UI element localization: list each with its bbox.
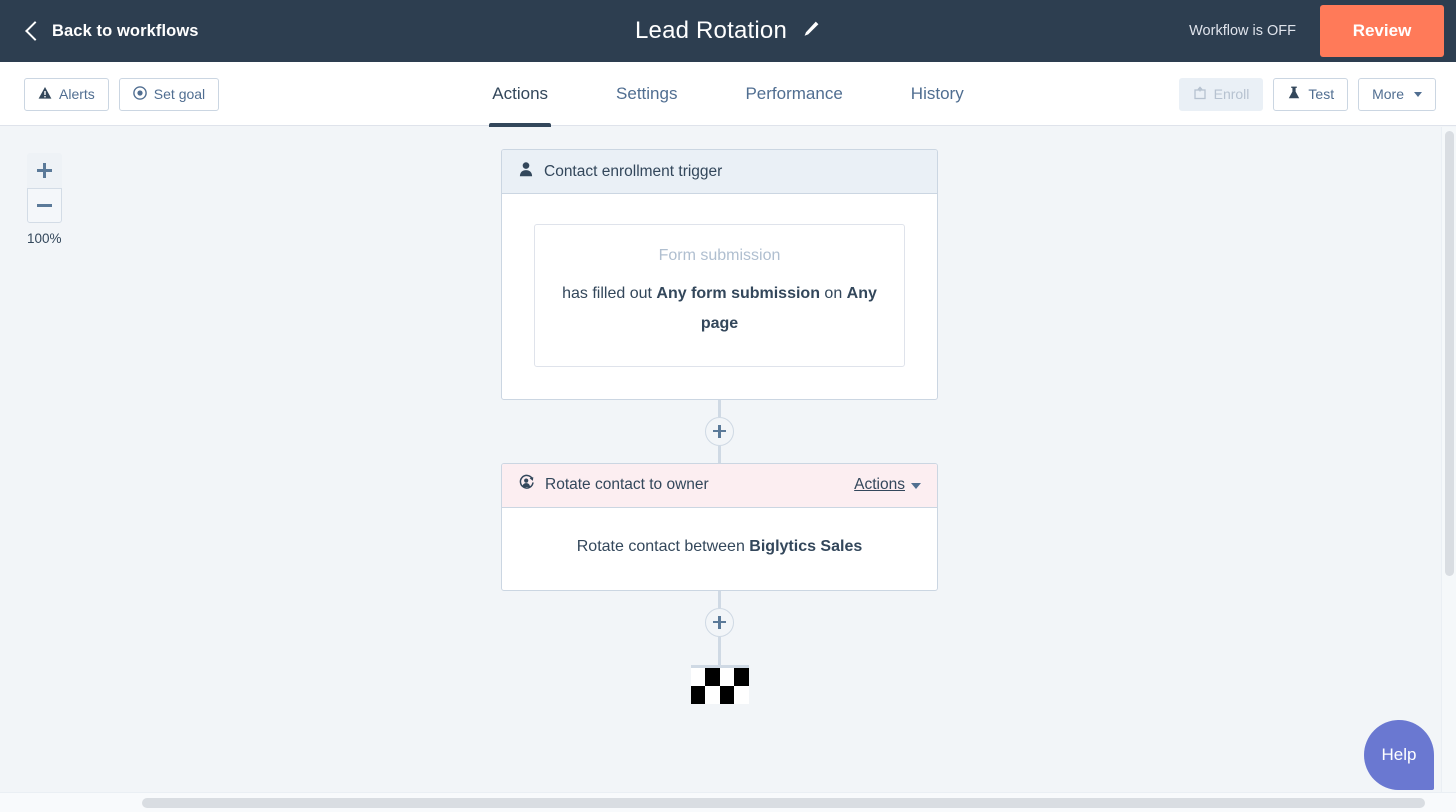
back-to-workflows-label: Back to workflows <box>52 21 199 40</box>
toolbar-left-group: Alerts Set goal <box>24 62 220 126</box>
enroll-icon <box>1193 85 1207 103</box>
flag-cell <box>719 685 734 704</box>
plus-circle-icon <box>713 615 726 629</box>
vertical-scrollbar-thumb[interactable] <box>1445 131 1454 576</box>
alerts-button[interactable]: Alerts <box>24 77 109 111</box>
connector-line-bottom-2 <box>718 636 721 668</box>
enroll-button: Enroll <box>1178 77 1264 111</box>
flag-cell <box>705 667 720 686</box>
alerts-label: Alerts <box>59 86 95 102</box>
trigger-desc-bold-page: Any page <box>700 285 877 333</box>
workflow-flow: Contact enrollment trigger Form submissi… <box>501 149 938 704</box>
help-button[interactable]: Help <box>1364 720 1434 790</box>
workflow-status-text: Workflow is OFF <box>1189 23 1296 39</box>
flask-icon <box>1287 86 1301 103</box>
trigger-criteria-box[interactable]: Form submission has filled out Any form … <box>534 224 905 367</box>
tab-settings[interactable]: Settings <box>582 62 711 126</box>
trigger-desc-middle: on <box>819 285 847 302</box>
toolbar-right-group: Enroll Test More <box>1178 62 1436 126</box>
checkered-flag-icon <box>690 667 749 704</box>
test-button[interactable]: Test <box>1273 77 1349 111</box>
zoom-level-label: 100% <box>27 231 62 246</box>
horizontal-scrollbar-thumb[interactable] <box>142 798 1425 808</box>
flag-cell <box>690 685 705 704</box>
chevron-down-icon <box>911 483 921 490</box>
action-body-prefix: Rotate contact between <box>576 537 750 555</box>
plus-circle-icon <box>713 424 726 438</box>
target-icon <box>132 85 147 103</box>
pencil-icon[interactable] <box>801 19 821 44</box>
tab-performance[interactable]: Performance <box>711 62 876 126</box>
chevron-left-icon <box>25 20 45 41</box>
zoom-out-button[interactable] <box>27 188 62 223</box>
connector-line-bottom <box>718 445 721 463</box>
tab-performance-label: Performance <box>745 84 843 103</box>
add-action-button-1[interactable] <box>705 416 734 446</box>
actions-menu-label: Actions <box>854 476 905 494</box>
top-bar-right-group: Workflow is OFF Review <box>1189 0 1456 62</box>
trigger-card-header: Contact enrollment trigger <box>502 150 937 194</box>
flag-cell <box>690 667 705 686</box>
top-bar: Back to workflows Lead Rotation Workflow… <box>0 0 1456 62</box>
rotate-contact-action-card[interactable]: Rotate contact to owner Actions Rotate c… <box>501 462 938 591</box>
action-card-body: Rotate contact between Biglytics Sales <box>502 508 937 590</box>
trigger-card-body: Form submission has filled out Any form … <box>502 194 937 399</box>
flag-cell <box>705 685 720 704</box>
tab-bar: Actions Settings Performance History <box>0 62 1456 127</box>
minus-icon <box>37 198 52 213</box>
plus-icon <box>37 163 52 178</box>
vertical-scrollbar[interactable] <box>1441 127 1456 792</box>
action-card-header: Rotate contact to owner Actions <box>502 463 937 508</box>
contact-enrollment-trigger-card[interactable]: Contact enrollment trigger Form submissi… <box>501 149 938 400</box>
connector-line-top <box>718 399 721 417</box>
more-button[interactable]: More <box>1358 77 1436 111</box>
zoom-in-button[interactable] <box>27 153 62 188</box>
tab-actions[interactable]: Actions <box>458 62 582 127</box>
flag-cell <box>734 667 749 686</box>
test-label: Test <box>1308 86 1335 102</box>
tab-actions-label: Actions <box>492 84 549 103</box>
connector-trigger-to-action <box>501 399 938 463</box>
back-to-workflows-link[interactable]: Back to workflows <box>25 20 199 41</box>
tab-history-label: History <box>910 84 964 103</box>
flag-cell <box>734 685 749 704</box>
trigger-desc-prefix: has filled out <box>562 285 657 302</box>
trigger-kicker-label: Form submission <box>658 247 781 264</box>
trigger-description: has filled out Any form submission on An… <box>559 279 880 340</box>
trigger-card-title: Contact enrollment trigger <box>544 162 723 180</box>
connector-action-to-end <box>501 590 938 704</box>
page-title: Lead Rotation <box>634 17 788 44</box>
rotate-contact-icon <box>518 474 535 496</box>
warning-triangle-icon <box>38 86 52 103</box>
action-card-title: Rotate contact to owner <box>545 476 709 494</box>
enroll-label: Enroll <box>1213 86 1250 102</box>
zoom-controls: 100% <box>27 153 62 246</box>
flag-cell <box>719 667 734 686</box>
contact-person-icon <box>518 161 534 182</box>
secondary-toolbar: Alerts Set goal Actions Settings Perform… <box>0 62 1456 127</box>
horizontal-scrollbar[interactable] <box>0 792 1456 812</box>
set-goal-button[interactable]: Set goal <box>118 77 220 111</box>
tab-settings-label: Settings <box>616 84 678 103</box>
set-goal-label: Set goal <box>153 86 206 102</box>
review-button[interactable]: Review <box>1320 5 1444 57</box>
caret-down-icon <box>1414 91 1422 97</box>
trigger-desc-bold-form: Any form submission <box>656 285 820 302</box>
workflow-canvas[interactable]: 100% Contact enrollment trigger Form sub… <box>0 127 1456 812</box>
tab-history[interactable]: History <box>877 62 998 126</box>
add-action-button-2[interactable] <box>705 607 734 637</box>
connector-line-top-2 <box>718 590 721 608</box>
more-label: More <box>1372 86 1404 102</box>
action-body-bold-team: Biglytics Sales <box>749 537 863 555</box>
action-card-actions-menu[interactable]: Actions <box>854 476 921 494</box>
